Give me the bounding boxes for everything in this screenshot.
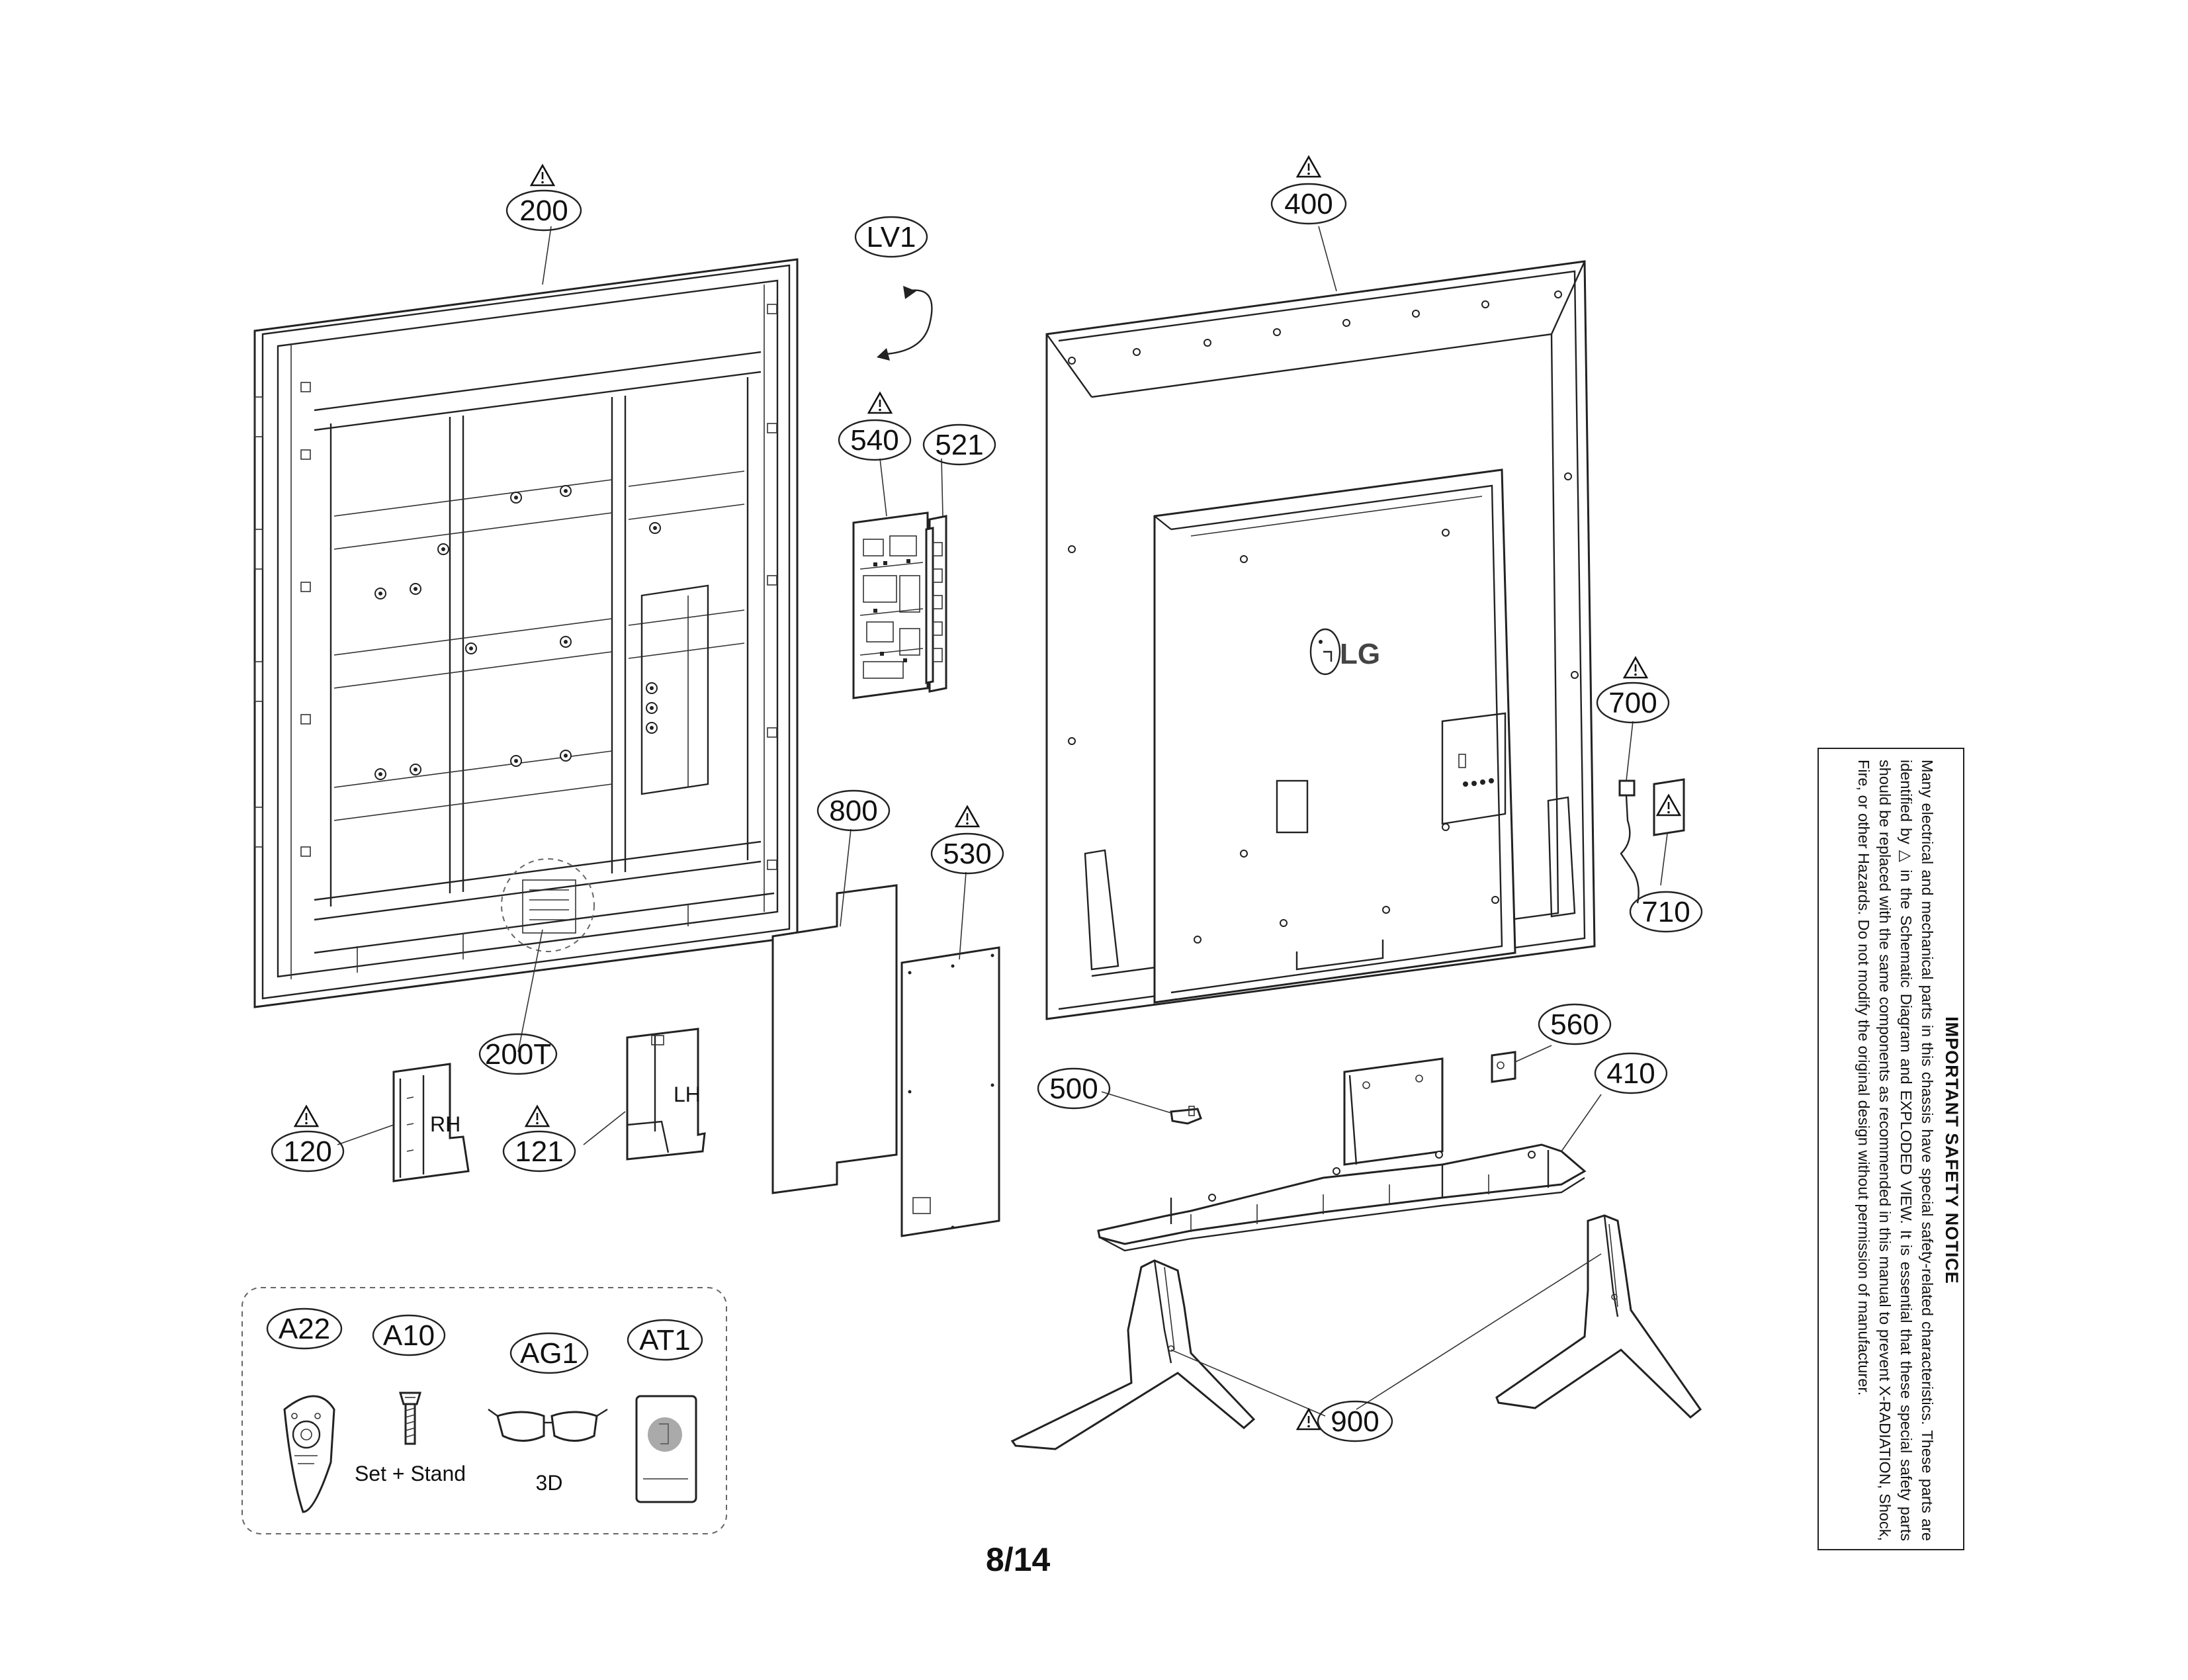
stand-leg-right bbox=[1495, 1214, 1702, 1419]
callout-500: 500 bbox=[1037, 1067, 1111, 1110]
speaker-connector bbox=[1170, 1106, 1202, 1125]
callout-560: 560 bbox=[1538, 1003, 1612, 1045]
back-cover: LG bbox=[1045, 260, 1596, 1020]
a10-caption: Set + Stand bbox=[355, 1462, 466, 1485]
svg-text:LV1: LV1 bbox=[866, 221, 916, 253]
3d-glasses bbox=[488, 1408, 608, 1442]
ir-board bbox=[1653, 778, 1685, 836]
callout-700: 700 bbox=[1596, 656, 1670, 724]
callout-710: 710 bbox=[1629, 891, 1703, 933]
lg-logo: LG bbox=[1309, 628, 1380, 676]
callout-540: 540 bbox=[838, 392, 912, 461]
magic-remote bbox=[283, 1395, 335, 1513]
callout-at1: AT1 bbox=[627, 1319, 703, 1361]
callout-120: 120 bbox=[271, 1105, 345, 1172]
callout-a22: A22 bbox=[266, 1307, 343, 1350]
safety-notice-title: IMPORTANT SAFETY NOTICE bbox=[1942, 1016, 1962, 1284]
callout-900: 900 bbox=[1296, 1400, 1393, 1442]
lcd-module-panel bbox=[253, 258, 799, 1008]
svg-text:500: 500 bbox=[1049, 1073, 1098, 1105]
power-cable-assembly bbox=[1618, 779, 1640, 904]
svg-text:710: 710 bbox=[1641, 896, 1690, 928]
svg-text:560: 560 bbox=[1550, 1008, 1598, 1041]
svg-text:121: 121 bbox=[515, 1135, 563, 1168]
stand-body bbox=[1097, 1057, 1587, 1252]
svg-text:410: 410 bbox=[1606, 1057, 1655, 1090]
stand-leg-left bbox=[1010, 1259, 1256, 1450]
svg-text:AG1: AG1 bbox=[520, 1337, 578, 1370]
leader-lines bbox=[337, 226, 1668, 1417]
svg-text:120: 120 bbox=[283, 1135, 331, 1168]
callout-ag1: AG1 bbox=[509, 1332, 589, 1374]
callout-121: 121 bbox=[502, 1105, 576, 1172]
callout-a10: A10 bbox=[372, 1314, 446, 1356]
svg-text:900: 900 bbox=[1331, 1405, 1379, 1438]
sensor-board bbox=[1491, 1051, 1516, 1083]
callout-800: 800 bbox=[816, 789, 891, 832]
svg-text:700: 700 bbox=[1608, 687, 1657, 719]
svg-text:200T: 200T bbox=[485, 1038, 551, 1071]
stand-bracket-left: LH bbox=[626, 1028, 706, 1161]
svg-text:LG: LG bbox=[1340, 638, 1380, 670]
stand-bracket-right: RH bbox=[392, 1063, 470, 1182]
callout-200t: 200T bbox=[478, 1033, 558, 1075]
accessories-group bbox=[241, 1287, 727, 1534]
svg-text:530: 530 bbox=[943, 838, 991, 870]
safety-notice-content: IMPORTANT SAFETY NOTICE Many electrical … bbox=[1819, 749, 1963, 1549]
svg-text:A10: A10 bbox=[383, 1319, 435, 1352]
callout-200: 200 bbox=[505, 164, 582, 232]
safety-notice-body: Many electrical and mechanical parts in … bbox=[1855, 760, 1936, 1541]
svg-text:LH: LH bbox=[674, 1083, 701, 1106]
svg-text:400: 400 bbox=[1284, 188, 1333, 220]
ag1-caption: 3D bbox=[536, 1471, 563, 1495]
stand-screw bbox=[398, 1392, 422, 1445]
callout-530: 530 bbox=[930, 805, 1004, 875]
callout-410: 410 bbox=[1594, 1052, 1668, 1094]
svg-text:540: 540 bbox=[850, 424, 898, 457]
owners-card bbox=[635, 1395, 697, 1503]
svg-text:200: 200 bbox=[519, 195, 568, 227]
safety-notice-box: IMPORTANT SAFETY NOTICE Many electrical … bbox=[1817, 748, 1964, 1550]
lv1-cable bbox=[877, 286, 933, 361]
connector-board bbox=[925, 515, 947, 693]
callout-521: 521 bbox=[922, 423, 996, 466]
shield-plate bbox=[900, 946, 1000, 1237]
svg-text:A22: A22 bbox=[279, 1313, 330, 1345]
svg-text:RH: RH bbox=[430, 1112, 460, 1136]
insulator-sheet bbox=[771, 884, 898, 1194]
svg-text:521: 521 bbox=[935, 429, 983, 461]
callout-lv1: LV1 bbox=[854, 216, 928, 258]
page-number: 8/14 bbox=[986, 1541, 1051, 1578]
callout-400: 400 bbox=[1270, 155, 1347, 225]
svg-text:AT1: AT1 bbox=[639, 1324, 690, 1356]
main-board bbox=[852, 511, 929, 699]
svg-text:800: 800 bbox=[829, 795, 877, 827]
